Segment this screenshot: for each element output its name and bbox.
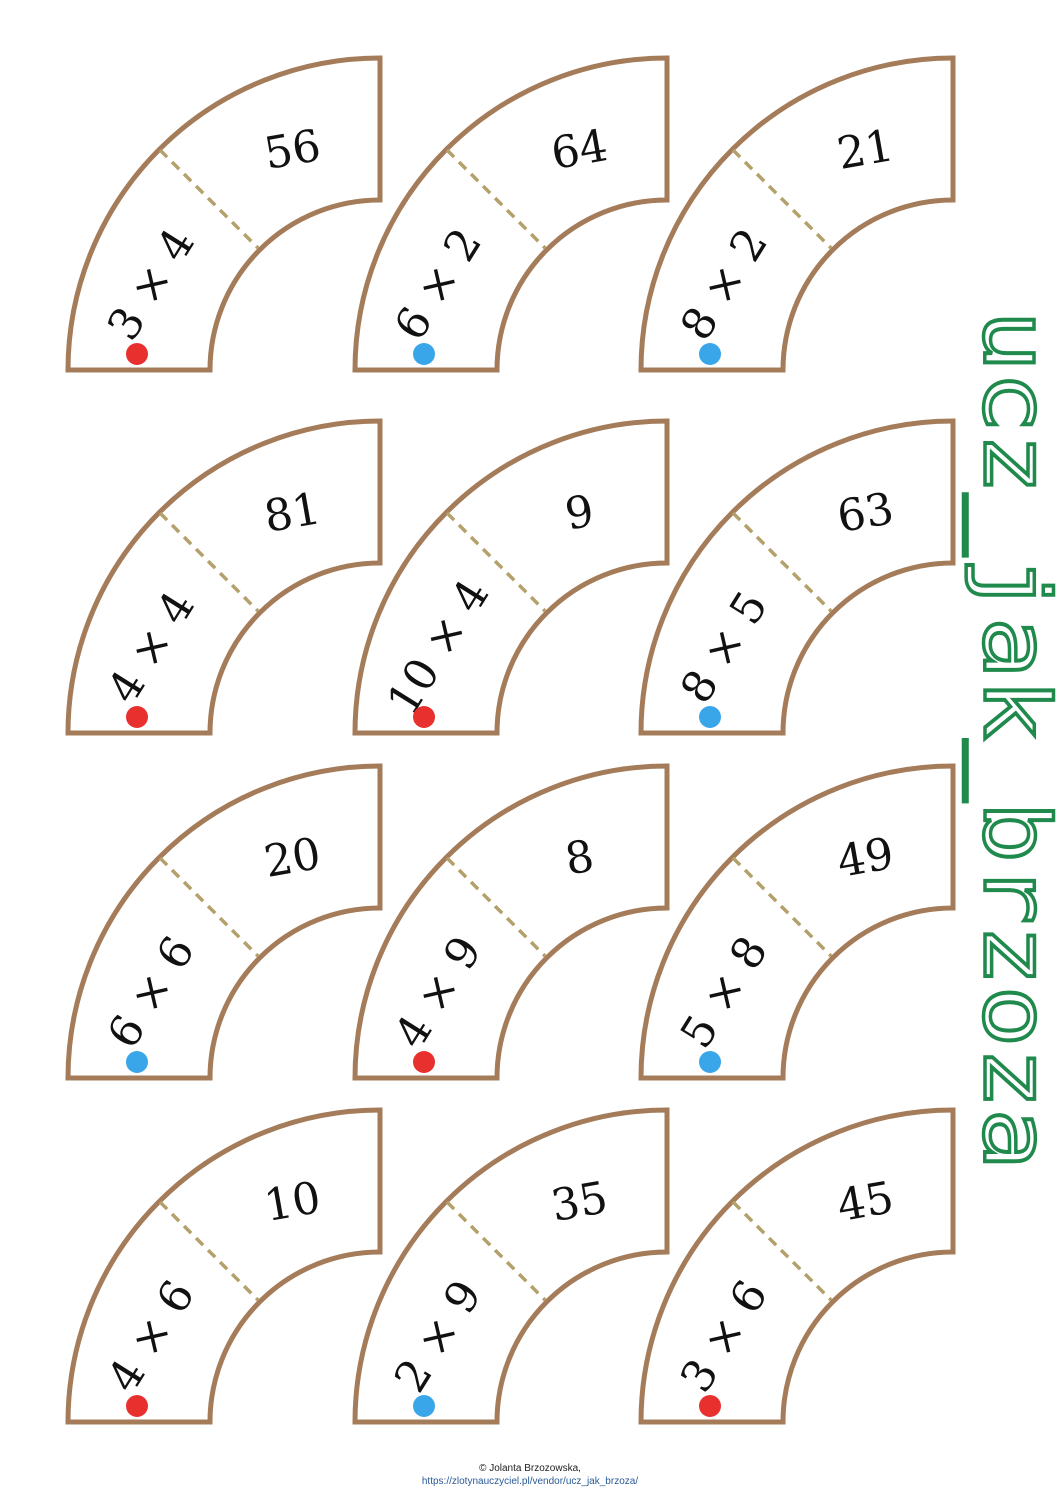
tile-answer: 63 — [833, 483, 897, 543]
footer-link[interactable]: https://zlotynauczyciel.pl/vendor/ucz_ja… — [421, 1476, 639, 1487]
cut-line — [731, 1200, 833, 1302]
cut-line — [731, 511, 833, 613]
tile-answer: 20 — [260, 828, 324, 888]
tile-answer: 81 — [260, 483, 324, 543]
tile-answer: 35 — [547, 1172, 611, 1232]
domino-tile: 638 × 5 — [638, 418, 956, 736]
domino-tile: 84 × 9 — [352, 763, 670, 1081]
blue-dot-marker — [699, 343, 721, 365]
red-dot-marker — [126, 706, 148, 728]
tile-answer: 56 — [260, 120, 324, 180]
tile-answer: 64 — [547, 120, 611, 180]
tile-answer: 45 — [833, 1172, 897, 1232]
red-dot-marker — [126, 343, 148, 365]
tile-answer: 10 — [260, 1172, 324, 1232]
footer-author: © Jolanta Brzozowska, — [479, 1463, 581, 1474]
cut-line — [731, 148, 833, 250]
red-dot-marker — [413, 1051, 435, 1073]
cut-line — [445, 856, 547, 958]
domino-tile: 563 × 4 — [65, 55, 383, 373]
cut-line — [158, 856, 260, 958]
domino-tile: 453 × 6 — [638, 1107, 956, 1425]
domino-tile: 495 × 8 — [638, 763, 956, 1081]
blue-dot-marker — [699, 1051, 721, 1073]
red-dot-marker — [126, 1395, 148, 1417]
cut-line — [158, 1200, 260, 1302]
domino-tile: 646 × 2 — [352, 55, 670, 373]
domino-tile: 910 × 4 — [352, 418, 670, 736]
red-dot-marker — [413, 706, 435, 728]
cut-line — [731, 856, 833, 958]
cut-line — [445, 1200, 547, 1302]
blue-dot-marker — [699, 706, 721, 728]
watermark: ucz_jak_brzoza — [963, 310, 1060, 1170]
domino-tile: 218 × 2 — [638, 55, 956, 373]
domino-tile: 352 × 9 — [352, 1107, 670, 1425]
domino-tile: 206 × 6 — [65, 763, 383, 1081]
domino-tile: 814 × 4 — [65, 418, 383, 736]
cut-line — [445, 511, 547, 613]
cut-line — [158, 148, 260, 250]
cut-line — [158, 511, 260, 613]
tile-answer: 21 — [833, 120, 897, 180]
cut-line — [445, 148, 547, 250]
blue-dot-marker — [126, 1051, 148, 1073]
blue-dot-marker — [413, 343, 435, 365]
tile-answer: 49 — [833, 828, 897, 888]
blue-dot-marker — [413, 1395, 435, 1417]
domino-tile: 104 × 6 — [65, 1107, 383, 1425]
red-dot-marker — [699, 1395, 721, 1417]
